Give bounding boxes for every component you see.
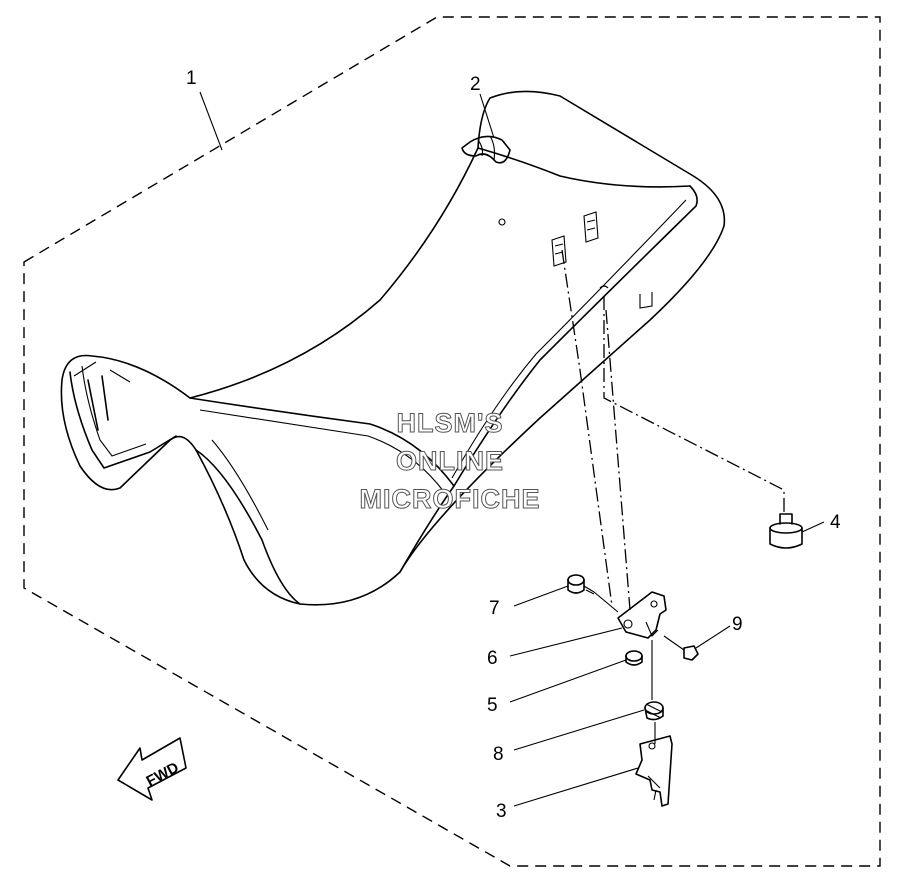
leader-8 <box>513 709 645 751</box>
callout-5: 5 <box>487 695 498 716</box>
seat-damper <box>769 513 803 549</box>
fwd-arrow: FWD <box>117 737 187 801</box>
callout-3: 3 <box>496 801 507 822</box>
guide-line-damper <box>603 296 785 512</box>
watermark-line-2: ONLINE <box>396 446 504 476</box>
leader-9 <box>695 625 731 649</box>
seat-bracket <box>617 591 667 639</box>
callout-7: 7 <box>489 598 500 619</box>
callout-2: 2 <box>470 74 481 95</box>
lock-bracket <box>635 735 673 807</box>
callout-9: 9 <box>732 614 743 635</box>
fwd-arrow-label: FWD <box>144 759 182 790</box>
leader-1 <box>199 91 223 151</box>
assembly-boundary <box>23 16 881 867</box>
callout-1: 1 <box>186 68 197 89</box>
watermark-line-1: HLSM'S <box>397 408 504 438</box>
guide-line-nut <box>663 635 685 651</box>
collar <box>625 650 643 666</box>
nut <box>683 645 699 661</box>
watermark: HLSM'S ONLINE MICROFICHE <box>359 408 541 515</box>
spring <box>644 701 664 721</box>
guide-line-bracket-b <box>605 309 631 611</box>
leader-2 <box>479 93 495 139</box>
guide-line-bracket <box>561 249 613 607</box>
leader-3 <box>513 767 639 807</box>
watermark-line-3: MICROFICHE <box>360 484 541 514</box>
guide-line-bolt <box>593 591 619 613</box>
callout-4: 4 <box>830 512 841 533</box>
leader-5 <box>509 659 627 703</box>
seat-strap <box>461 135 511 164</box>
leader-4 <box>801 521 825 533</box>
callout-8: 8 <box>493 744 504 765</box>
bolt <box>567 574 595 595</box>
callout-6: 6 <box>487 648 498 669</box>
seat <box>60 90 726 606</box>
leader-7 <box>513 585 569 607</box>
leader-6 <box>509 627 623 657</box>
